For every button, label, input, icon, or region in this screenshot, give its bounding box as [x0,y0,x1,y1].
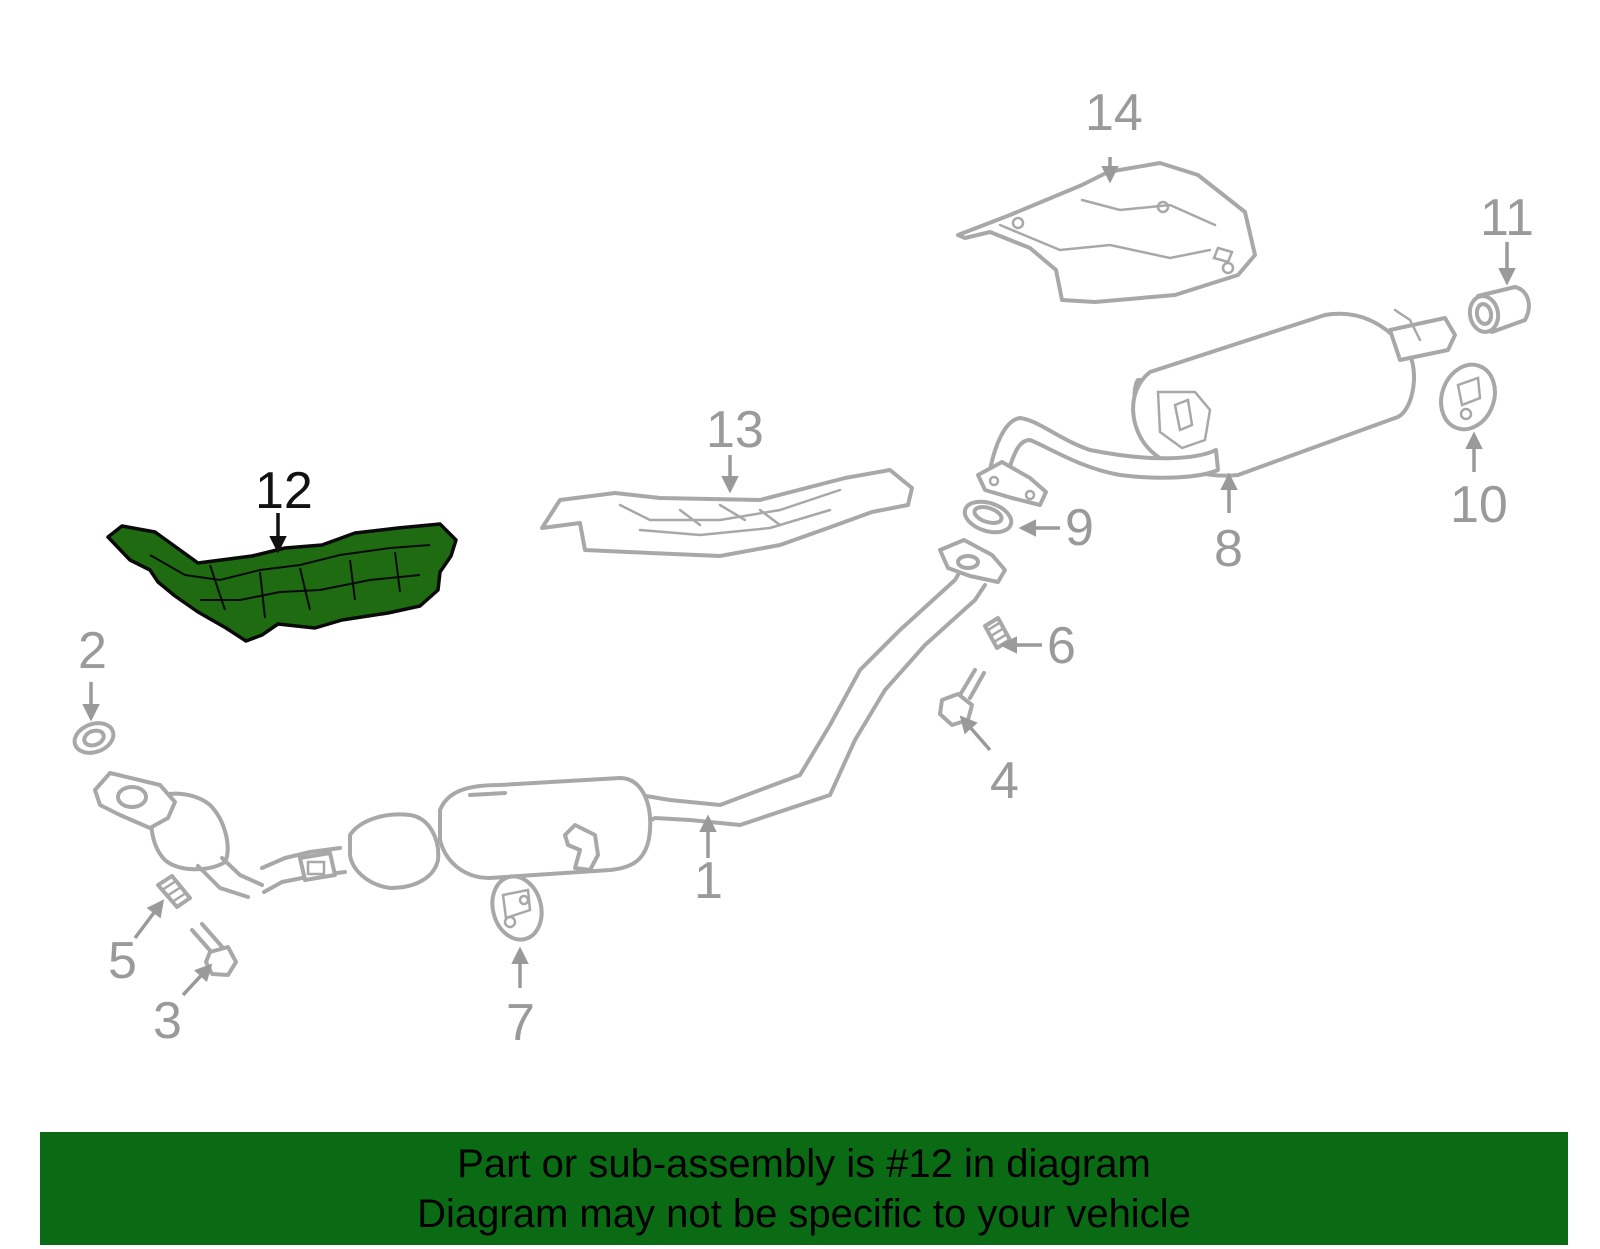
callout-10: 10 [1450,476,1508,534]
leader-lines [82,157,1516,997]
callout-labels: 14 13 12 11 10 9 8 6 4 2 1 7 5 3 [78,84,1534,1052]
callout-4: 4 [990,752,1019,810]
callout-1: 1 [694,852,723,910]
info-banner: Part or sub-assembly is #12 in diagram D… [40,1132,1568,1245]
part-14-rear-heat-shield[interactable] [956,161,1257,304]
part-3-bolt[interactable] [190,922,238,977]
callout-13: 13 [706,401,764,459]
part-4-bolt[interactable] [938,668,986,727]
part-11-exhaust-tip[interactable] [1467,285,1531,334]
callout-8: 8 [1214,520,1243,578]
part-5-stud[interactable] [156,874,192,909]
part-9-gasket[interactable] [961,496,1015,537]
part-10-hanger[interactable] [1432,357,1503,437]
callout-7: 7 [506,994,535,1052]
part-1-front-pipe-converter[interactable] [93,538,1007,899]
callout-11: 11 [1480,189,1534,247]
part-2-gasket[interactable] [70,718,117,758]
part-13-center-heat-shield[interactable] [540,468,914,558]
callout-9: 9 [1065,499,1094,557]
callout-6: 6 [1047,617,1076,675]
part-8-muffler-assembly[interactable] [976,308,1457,507]
part-7-hanger[interactable] [486,871,549,945]
callout-5: 5 [108,932,137,990]
part-12-heat-shield-highlighted[interactable] [106,522,458,643]
callout-14: 14 [1085,84,1143,142]
banner-line-disclaimer: Diagram may not be specific to your vehi… [417,1191,1191,1236]
callout-3: 3 [153,992,182,1050]
callout-2: 2 [78,622,107,680]
banner-line-part-number: Part or sub-assembly is #12 in diagram [457,1141,1151,1186]
callout-12: 12 [255,462,313,520]
